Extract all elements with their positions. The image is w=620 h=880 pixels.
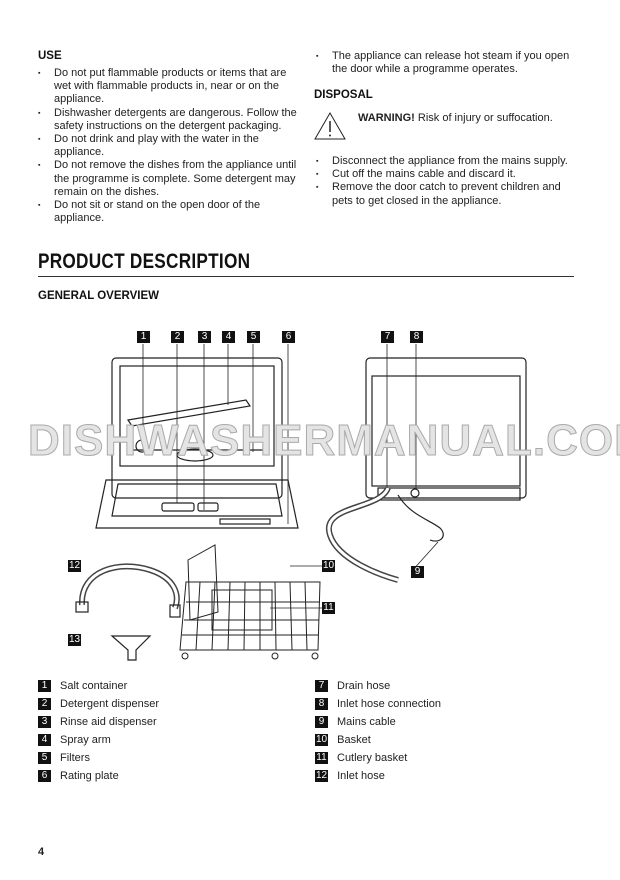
legend-label: Spray arm xyxy=(60,734,111,746)
dishwasher-front-illustration xyxy=(95,357,299,529)
funnel-illustration xyxy=(110,635,152,661)
legend-item: 2 Detergent dispenser xyxy=(38,695,159,713)
list-item: Disconnect the appliance from the mains … xyxy=(316,155,578,168)
callout-8: 8 xyxy=(410,331,423,343)
callout-6: 6 xyxy=(282,331,295,343)
list-item: Do not drink and play with the water in … xyxy=(38,133,300,159)
legend-label: Filters xyxy=(60,752,90,764)
callout-7: 7 xyxy=(381,331,394,343)
list-item: Cut off the mains cable and discard it. xyxy=(316,168,578,181)
watermark: DISHWASHERMANUAL.COM xyxy=(28,416,620,466)
legend-number: 8 xyxy=(315,698,328,710)
legend-number: 10 xyxy=(315,734,329,746)
legend-number: 5 xyxy=(38,752,51,764)
legend-item: 4 Spray arm xyxy=(38,731,159,749)
list-item: The appliance can release hot steam if y… xyxy=(316,50,578,76)
warning-text: Risk of injury or suffocation. xyxy=(414,112,553,124)
callout-13: 13 xyxy=(68,634,82,646)
callout-4: 4 xyxy=(222,331,235,343)
legend-label: Inlet hose xyxy=(337,770,385,782)
legend-label: Drain hose xyxy=(337,680,391,692)
legend-label: Cutlery basket xyxy=(337,752,408,764)
legend-number: 3 xyxy=(38,716,51,728)
list-item: Remove the door catch to prevent childre… xyxy=(316,181,578,207)
callout-9: 9 xyxy=(411,566,424,578)
callout-5: 5 xyxy=(247,331,260,343)
legend-number: 7 xyxy=(315,680,328,692)
steam-list: The appliance can release hot steam if y… xyxy=(316,50,578,76)
legend-item: 10 Basket xyxy=(315,731,441,749)
legend-number: 6 xyxy=(38,770,51,782)
callout-1: 1 xyxy=(137,331,150,343)
legend-number: 11 xyxy=(315,752,328,764)
legend-item: 3 Rinse aid dispenser xyxy=(38,713,159,731)
callout-12: 12 xyxy=(68,560,82,572)
legend-number: 9 xyxy=(315,716,328,728)
legend-label: Rinse aid dispenser xyxy=(60,716,157,728)
list-item: Dishwasher detergents are dangerous. Fol… xyxy=(38,107,300,133)
legend-item: 11 Cutlery basket xyxy=(315,749,441,767)
leader-lines xyxy=(142,344,439,609)
disposal-heading: DISPOSAL xyxy=(314,89,373,101)
legend-number: 1 xyxy=(38,680,51,692)
warning-triangle-icon xyxy=(314,112,346,140)
use-list: Do not put flammable products or items t… xyxy=(38,67,300,225)
callout-2: 2 xyxy=(171,331,184,343)
warning-block: WARNING! Risk of injury or suffocation. xyxy=(314,110,574,144)
callout-11: 11 xyxy=(322,602,335,614)
legend-item: 8 Inlet hose connection xyxy=(315,695,441,713)
legend-left: 1 Salt container 2 Detergent dispenser 3 Ri… xyxy=(38,677,159,785)
basket-illustration xyxy=(179,544,321,660)
list-item: Do not sit or stand on the open door of … xyxy=(38,199,300,225)
section-divider xyxy=(38,276,574,277)
page-number: 4 xyxy=(38,846,45,858)
legend-item: 12 Inlet hose xyxy=(315,767,441,785)
warning-label: WARNING! xyxy=(358,112,415,124)
legend-item: 7 Drain hose xyxy=(315,677,441,695)
legend-item: 5 Filters xyxy=(38,749,159,767)
dishwasher-diagram xyxy=(75,344,527,661)
legend-item: 1 Salt container xyxy=(38,677,159,695)
use-heading: USE xyxy=(38,50,62,62)
subsection-title: GENERAL OVERVIEW xyxy=(38,290,159,302)
callout-10: 10 xyxy=(322,560,336,572)
legend-item: 9 Mains cable xyxy=(315,713,441,731)
legend-label: Detergent dispenser xyxy=(60,698,160,710)
legend-number: 4 xyxy=(38,734,51,746)
legend-label: Mains cable xyxy=(337,716,396,728)
legend-label: Rating plate xyxy=(60,770,119,782)
inlet-hose-illustration xyxy=(75,563,181,618)
legend-label: Basket xyxy=(337,734,371,746)
dishwasher-back-illustration xyxy=(325,357,527,583)
legend-label: Salt container xyxy=(60,680,128,692)
list-item: Do not put flammable products or items t… xyxy=(38,67,300,107)
legend-number: 12 xyxy=(315,770,329,782)
list-item: Do not remove the dishes from the applia… xyxy=(38,159,300,199)
legend-label: Inlet hose connection xyxy=(337,698,441,710)
section-title: PRODUCT DESCRIPTION xyxy=(38,250,251,273)
legend-right: 7 Drain hose 8 Inlet hose connection 9 Main… xyxy=(315,677,441,785)
legend-number: 2 xyxy=(38,698,51,710)
legend-item: 6 Rating plate xyxy=(38,767,159,785)
disposal-list: Disconnect the appliance from the mains … xyxy=(316,155,578,208)
callout-3: 3 xyxy=(198,331,211,343)
